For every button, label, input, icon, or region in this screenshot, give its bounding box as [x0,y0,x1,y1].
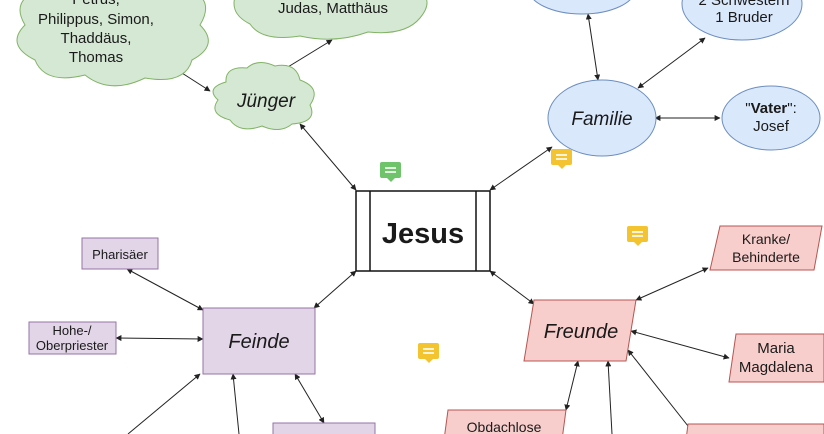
comment-icon[interactable] [418,343,439,363]
father-node[interactable]: "Vater": Josef [721,85,821,151]
comment-icon[interactable] [380,162,401,182]
sick-line1: Kranke/ [742,231,790,247]
father-name: Josef [753,118,790,135]
priests-node[interactable]: Hohe-/ Oberpriester [28,321,117,355]
father-title-suffix: : [793,100,797,117]
edge-friends-maria[interactable] [630,329,730,360]
father-title: "Vater": [745,100,797,117]
sick-node[interactable]: Kranke/ Behinderte [709,225,823,271]
homeless-label: Obdachlose [467,419,542,434]
edge-jesus-disciples[interactable] [299,123,357,191]
edge-enemies-bottom-mid[interactable] [230,373,240,434]
priests-line2: Oberpriester [36,338,109,353]
edge-jesus-family[interactable] [489,146,553,191]
edge-enemies-pharisees[interactable] [126,268,204,311]
pharisees-node[interactable]: Pharisäer [81,237,159,270]
edge-friends-sick[interactable] [635,267,709,301]
siblings-line2: 1 Bruder [715,9,773,26]
comment-icon[interactable] [551,149,572,169]
edge-jesus-friends[interactable] [489,270,535,305]
edge-enemies-bottom-right[interactable] [294,373,325,424]
sick-line2: Behinderte [732,249,800,265]
disciples-group1-line2: Philippus, Simon, [38,11,154,28]
edge-friends-homeless[interactable] [564,360,580,411]
disciples-group1-node[interactable]: Petrus, Philippus, Simon, Thaddäus, Thom… [16,0,209,87]
disciples-node[interactable]: Jünger [212,62,315,130]
siblings-node[interactable]: 2 Schwestern 1 Bruder [681,0,803,41]
family-node[interactable]: Familie [547,79,657,157]
jesus-label: Jesus [382,218,464,250]
comment-icon[interactable] [627,226,648,246]
disciples-label: Jünger [236,91,296,112]
enemies-label: Feinde [228,331,289,353]
friends-bottom-right-node[interactable] [686,423,824,434]
siblings-line1: 2 Schwestern [699,0,790,9]
disciples-group1-line4: Thomas [69,49,123,66]
jesus-node[interactable]: Jesus [355,190,491,272]
father-title-bold: Vater [751,100,788,117]
friends-node[interactable]: Freunde [523,299,637,362]
connectors [115,13,730,434]
edge-friends-bottom-mid[interactable] [605,360,613,434]
enemies-node[interactable]: Feinde [202,307,316,375]
friends-label: Freunde [544,321,619,343]
edge-disciples-group2[interactable] [282,39,333,71]
disciples-group2-node[interactable]: Judas, Matthäus [233,0,428,40]
edge-friends-bottom-right[interactable] [627,349,689,427]
family-label: Familie [571,109,632,130]
pharisees-label: Pharisäer [92,247,148,262]
maria-node[interactable]: Maria Magdalena [728,333,824,383]
disciples-group1-line3: Thaddäus, [61,30,132,47]
edge-family-siblings[interactable] [637,37,706,89]
priests-line1: Hohe-/ [52,323,91,338]
disciples-group1-line1: Petrus, [72,0,120,8]
maria-line1: Maria [757,340,795,357]
family-top-node[interactable] [528,0,636,15]
enemies-bottom-node[interactable] [272,422,376,434]
edge-jesus-enemies[interactable] [313,270,357,309]
homeless-node[interactable]: Obdachlose [444,409,567,434]
maria-line2: Magdalena [739,359,814,376]
edge-enemies-bottom-left[interactable] [127,373,201,434]
disciples-group2-label: Judas, Matthäus [278,0,388,17]
edge-enemies-priests[interactable] [115,335,204,342]
edge-family-top[interactable] [585,13,601,81]
